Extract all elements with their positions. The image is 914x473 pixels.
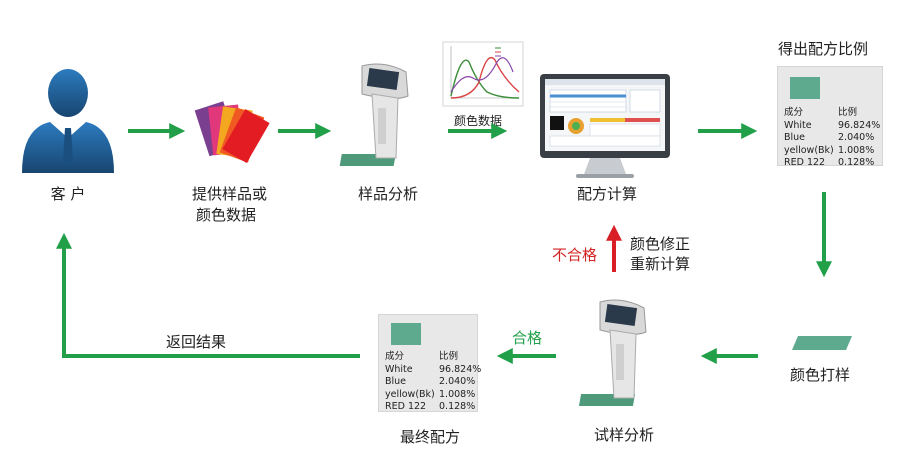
customer-label: 客 户 [50, 185, 86, 203]
customer-person-icon [22, 69, 114, 173]
ratio-row-value: 1.008% [439, 388, 476, 400]
trial-analysis-label: 试样分析 [594, 426, 655, 444]
pass-label: 合格 [512, 329, 543, 347]
return-result-label: 返回结果 [166, 333, 227, 351]
ratio-header-ratio: 比例 [838, 107, 858, 118]
ratio-swatch-final [391, 323, 421, 345]
color-swatch-sample-icon [792, 336, 852, 350]
color-data-label: 颜色数据 [454, 114, 503, 128]
final-formula-label: 最终配方 [400, 428, 461, 446]
ratio-row-name: RED 122 [784, 157, 826, 168]
provide-label-line2: 颜色数据 [196, 206, 257, 224]
ratio-row-name: Blue [385, 376, 407, 387]
provide-label-line1: 提供样品或 [192, 185, 268, 203]
ratio-row-name: yellow(Bk) [784, 144, 834, 156]
ratio-row-value: 1.008% [838, 144, 875, 156]
ratio-swatch-top [790, 77, 820, 99]
ratio-row-name: White [784, 119, 812, 131]
ratio-row-value: 2.040% [439, 376, 476, 387]
get-ratio-label: 得出配方比例 [778, 40, 869, 58]
sample-analysis-label: 样品分析 [358, 185, 419, 203]
color-cards-icon [194, 101, 270, 163]
ratio-row-value: 96.824% [439, 363, 482, 375]
correction-label-line1: 颜色修正 [630, 235, 691, 253]
ratio-row-value: 0.128% [439, 401, 476, 412]
ratio-header-component: 成分 [784, 107, 804, 118]
formula-calc-label: 配方计算 [577, 185, 638, 203]
ratio-row-value: 0.128% [838, 157, 875, 168]
ratio-header-component: 成分 [385, 351, 405, 362]
ratio-row-value: 96.824% [838, 119, 881, 131]
ratio-row-name: White [385, 363, 413, 375]
spectrophotometer-icon [339, 63, 409, 166]
ratio-card-final: 成分 比例 White 96.824% Blue 2.040% yellow(Bk) 1… [378, 314, 481, 412]
ratio-header-ratio: 比例 [439, 351, 459, 362]
ratio-table-top: 成分 比例 White 96.824% Blue 2.040% yellow(Bk) 1… [784, 107, 888, 170]
spectrophotometer-trial-icon [578, 299, 647, 406]
monitor-icon [540, 74, 670, 178]
ratio-table-final: 成分 比例 White 96.824% Blue 2.040% yellow(Bk) 1… [385, 351, 489, 414]
ratio-row-name: Blue [784, 132, 806, 143]
ratio-row-name: yellow(Bk) [385, 388, 435, 400]
ratio-row-name: RED 122 [385, 401, 427, 412]
ratio-row-value: 2.040% [838, 132, 875, 143]
arrow-final-to-customer [56, 232, 360, 358]
color-swatch-label: 颜色打样 [790, 366, 851, 384]
ratio-card-top: 成分 比例 White 96.824% Blue 2.040% yellow(Bk) 1… [777, 66, 883, 168]
fail-label: 不合格 [552, 246, 598, 264]
spectral-curve-icon [442, 41, 524, 107]
correction-label-line2: 重新计算 [630, 255, 691, 273]
